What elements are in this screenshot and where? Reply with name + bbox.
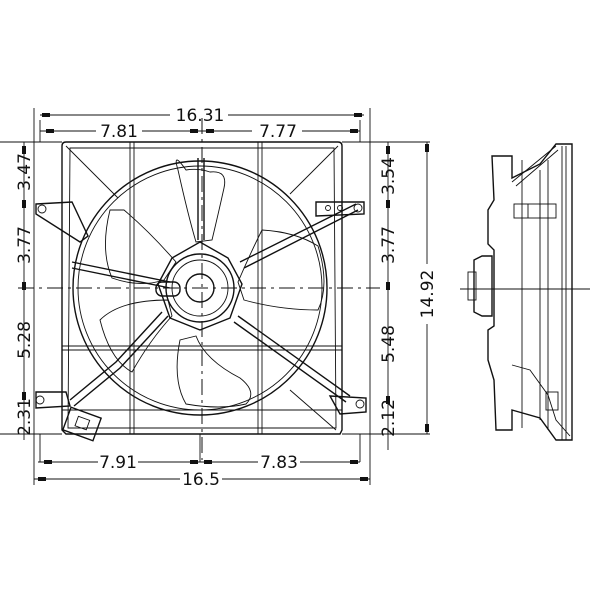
dim-overall-height: 14.92 bbox=[418, 270, 438, 319]
dimension-lines bbox=[0, 108, 430, 485]
dim-top-left-width: 7.81 bbox=[100, 122, 138, 142]
front-view bbox=[18, 118, 380, 460]
dim-bottom-right-width: 7.83 bbox=[260, 453, 298, 473]
dim-top-right-width: 7.77 bbox=[259, 122, 297, 142]
wire-connector bbox=[155, 281, 181, 297]
dim-left-upper-mid: 3.77 bbox=[15, 226, 35, 264]
dim-bottom-left-width: 7.91 bbox=[99, 453, 137, 473]
dim-right-lower-mid: 5.48 bbox=[379, 325, 399, 363]
electrical-plug bbox=[61, 406, 103, 442]
motor-shaft bbox=[473, 255, 493, 317]
dim-left-lower-mid: 5.28 bbox=[15, 321, 35, 359]
dim-right-upper-mid: 3.77 bbox=[379, 226, 399, 264]
dim-overall-top-width: 16.31 bbox=[176, 106, 225, 126]
shroud-inner-frame bbox=[67, 147, 337, 429]
fan-struts bbox=[69, 158, 359, 407]
dim-left-top: 3.47 bbox=[15, 153, 35, 191]
fan-ring-outer bbox=[72, 160, 328, 416]
fan-blades bbox=[99, 159, 325, 408]
dim-left-bottom: 2.31 bbox=[15, 398, 35, 436]
mounting-tabs bbox=[35, 201, 367, 442]
dimension-labels: 16.31 7.81 7.77 7.91 7.83 16.5 3.47 3.77… bbox=[15, 106, 438, 490]
dim-overall-bottom-width: 16.5 bbox=[182, 470, 220, 490]
motor-hub bbox=[155, 241, 243, 331]
dim-right-top: 3.54 bbox=[379, 157, 399, 195]
dim-right-bottom: 2.12 bbox=[379, 399, 399, 437]
side-view bbox=[460, 143, 590, 441]
shroud-frame bbox=[61, 141, 343, 435]
